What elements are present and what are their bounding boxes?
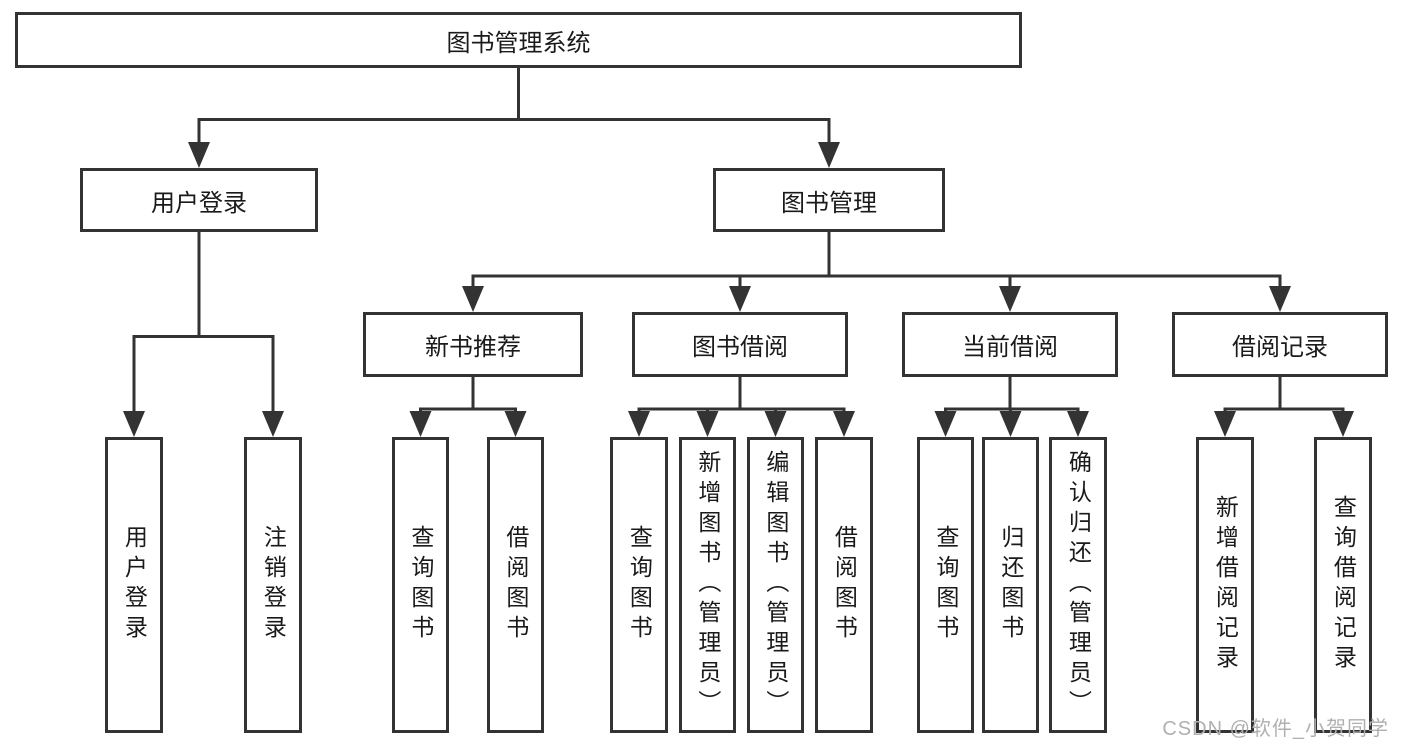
node-return-books: 归还图书 xyxy=(982,437,1039,733)
node-label: 当前借阅 xyxy=(962,334,1058,361)
connector-bookmgmt-rail xyxy=(471,274,1282,290)
node-recommend-query-books: 查询图书 xyxy=(392,437,449,733)
arrowhead xyxy=(123,411,145,437)
arrowhead xyxy=(833,411,855,437)
arrowhead xyxy=(1067,411,1089,437)
node-new-book-recommend: 新书推荐 xyxy=(363,312,583,377)
connector-records-rail xyxy=(1223,407,1345,414)
arrowhead xyxy=(462,286,484,312)
node-query-borrow-record: 查询借阅记录 xyxy=(1314,437,1372,733)
connector-borrow-rail xyxy=(637,407,846,414)
node-label: 用户登录 xyxy=(121,525,148,645)
node-book-borrow: 图书借阅 xyxy=(632,312,848,377)
node-label: 借阅图书 xyxy=(831,525,858,645)
node-label: 查询借阅记录 xyxy=(1330,495,1357,675)
arrowhead xyxy=(999,286,1021,312)
arrowhead xyxy=(188,142,210,168)
node-add-books-admin: 新增图书（管理员） xyxy=(679,437,736,733)
node-label: 图书管理 xyxy=(781,189,877,217)
node-label: 编辑图书（管理员） xyxy=(762,450,789,720)
node-label: 查询图书 xyxy=(407,525,434,645)
arrowhead xyxy=(696,411,719,437)
node-label: 查询图书 xyxy=(626,525,653,645)
node-borrow-records: 借阅记录 xyxy=(1172,312,1388,377)
arrowhead xyxy=(729,286,751,312)
node-confirm-return-admin: 确认归还（管理员） xyxy=(1049,437,1107,733)
node-borrow-borrow-books: 借阅图书 xyxy=(815,437,873,733)
node-label: 新增图书（管理员） xyxy=(694,450,721,720)
node-label: 注销登录 xyxy=(260,525,287,645)
arrowhead xyxy=(504,411,527,437)
node-label: 归还图书 xyxy=(997,525,1024,645)
arrowhead xyxy=(1332,411,1354,437)
connector-recommend-rail xyxy=(419,407,517,414)
arrowhead xyxy=(628,411,650,437)
node-user-login-branch: 用户登录 xyxy=(80,168,318,232)
node-logout: 注销登录 xyxy=(244,437,302,733)
node-current-borrow: 当前借阅 xyxy=(902,312,1118,377)
node-recommend-borrow-books: 借阅图书 xyxy=(487,437,544,733)
arrowhead xyxy=(1214,411,1236,437)
node-label: 确认归还（管理员） xyxy=(1065,450,1092,720)
arrowhead xyxy=(999,411,1022,437)
node-add-borrow-record: 新增借阅记录 xyxy=(1196,437,1254,733)
node-label: 借阅图书 xyxy=(502,525,529,645)
node-label: 查询图书 xyxy=(932,525,959,645)
node-root: 图书管理系统 xyxy=(15,12,1022,68)
arrowhead xyxy=(1269,286,1291,312)
node-label: 新书推荐 xyxy=(425,334,521,361)
arrowhead xyxy=(818,142,840,168)
node-book-management: 图书管理 xyxy=(713,168,945,232)
node-label: 用户登录 xyxy=(151,189,247,217)
node-borrow-query-books: 查询图书 xyxy=(610,437,668,733)
node-label: 借阅记录 xyxy=(1232,334,1328,361)
arrowhead xyxy=(764,411,787,437)
node-label: 新增借阅记录 xyxy=(1212,495,1239,675)
csdn-watermark: CSDN @软件_小贺同学 xyxy=(1162,718,1389,740)
node-label: 图书借阅 xyxy=(692,334,788,361)
arrowhead xyxy=(934,411,957,437)
node-user-login-leaf: 用户登录 xyxy=(105,437,163,733)
connector-userlogin-rail xyxy=(132,335,275,414)
arrowhead xyxy=(409,411,432,437)
arrowhead xyxy=(262,411,284,437)
node-current-query-books: 查询图书 xyxy=(917,437,974,733)
node-root-label: 图书管理系统 xyxy=(446,29,591,57)
node-edit-books-admin: 编辑图书（管理员） xyxy=(747,437,804,733)
connector-root-rail xyxy=(197,118,831,146)
